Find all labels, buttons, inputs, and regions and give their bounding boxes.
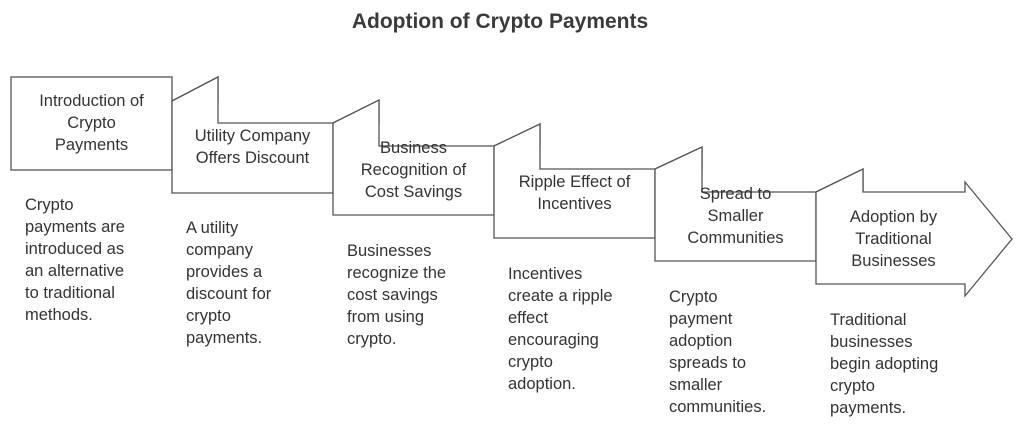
step-1-label: Introduction of Crypto Payments xyxy=(39,92,144,154)
step-5-description: Crypto payment adoption spreads to small… xyxy=(669,288,767,416)
step-4-label: Ripple Effect of Incentives xyxy=(518,173,631,213)
step-2-label: Utility Company Offers Discount xyxy=(194,127,311,167)
step-1-description: Crypto payments are introduced as an alt… xyxy=(25,196,125,324)
step-6-label: Adoption by Traditional Businesses xyxy=(849,208,938,270)
step-2-description: A utility company provides a discount fo… xyxy=(186,219,272,347)
step-3-description: Businesses recognize the cost savings fr… xyxy=(347,242,447,348)
step-1-shape xyxy=(10,75,219,171)
step-6-arrow-shape xyxy=(815,167,1013,298)
step-3-label: Business Recognition of Cost Savings xyxy=(360,139,467,201)
step-6-description: Traditional businesses begin adopting cr… xyxy=(830,311,939,417)
step-5-label: Spread to Smaller Communities xyxy=(687,185,784,247)
step-4-description: Incentives create a ripple effect encour… xyxy=(508,265,613,393)
diagram-title: Adoption of Crypto Payments xyxy=(351,10,649,33)
